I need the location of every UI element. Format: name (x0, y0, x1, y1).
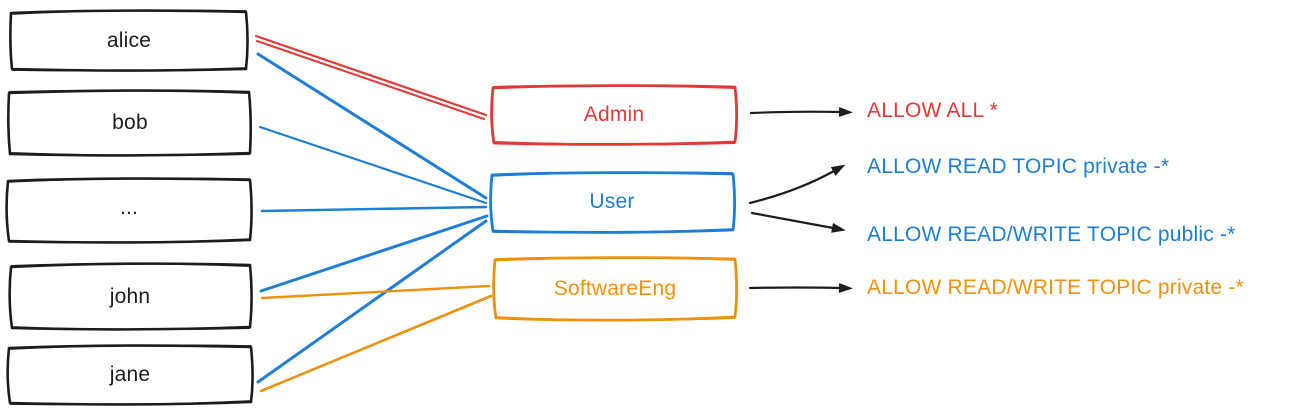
user-label-others: ... (119, 196, 139, 219)
user-box-alice-outline (9, 9, 249, 72)
edge-jane-user (256, 219, 488, 384)
arrow-admin-allow-all (749, 106, 853, 117)
role-box-admin-outline (490, 84, 738, 146)
role-box-user-outline (489, 171, 736, 234)
user-box-jane-outline (6, 344, 254, 406)
edge-others-user (260, 205, 488, 213)
arrow-softwareeng-readwrite-private (748, 282, 853, 293)
user-box-bob-outline (7, 89, 252, 157)
arrow-user-readwrite-public (750, 211, 846, 233)
user-box-john-outline (8, 262, 253, 331)
edge-alice-admin (254, 34, 488, 120)
permission-allow-all: ALLOW ALL * (867, 99, 998, 122)
role-label-user: User (589, 190, 635, 213)
edge-jane-softwareeng (259, 294, 493, 393)
role-box-softwareeng-outline (492, 256, 738, 322)
permission-readwrite-topic-public: ALLOW READ/WRITE TOPIC public -* (867, 223, 1236, 246)
role-label-softwareeng: SoftwareEng (553, 277, 677, 300)
edge-alice-user (256, 52, 488, 200)
edge-john-user (259, 214, 489, 293)
edge-bob-user (258, 125, 488, 205)
role-label-admin: Admin (583, 103, 645, 126)
permission-readwrite-topic-private: ALLOW READ/WRITE TOPIC private -* (867, 276, 1244, 299)
user-box-others-outline (5, 177, 253, 244)
user-label-jane: jane (109, 363, 151, 386)
user-label-bob: bob (112, 111, 148, 134)
user-label-alice: alice (106, 29, 152, 52)
permission-read-topic-private: ALLOW READ TOPIC private -* (867, 155, 1170, 178)
arrow-user-read-private (748, 164, 846, 205)
edge-john-softwareeng (260, 284, 491, 300)
user-label-john: john (109, 285, 151, 308)
